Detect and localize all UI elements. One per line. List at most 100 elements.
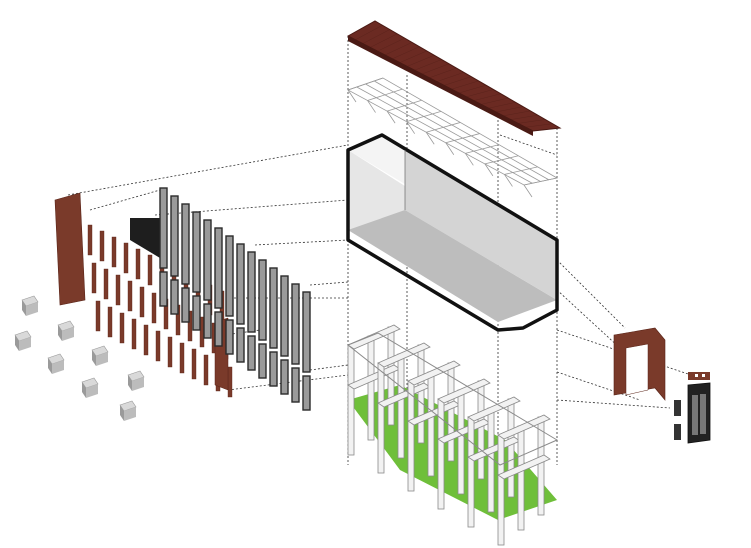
- column-2-0: [407, 380, 415, 492]
- block-side-5: [82, 382, 86, 398]
- frame-outline: [347, 332, 559, 466]
- column-0-0: [347, 344, 355, 456]
- roof-seam-4: [377, 37, 405, 52]
- roof-seam-0: [347, 20, 376, 37]
- roof-seam-2: [362, 29, 390, 44]
- block-front-6: [132, 377, 144, 391]
- screen-fin-1-3: [127, 280, 133, 312]
- glass-lower-0: [159, 271, 168, 307]
- glass-lower-5: [214, 311, 223, 347]
- roof-seam-20: [495, 106, 524, 113]
- glass-mullion-7: [236, 243, 245, 325]
- glass-lower-8: [247, 335, 256, 371]
- roof-trusses: [347, 77, 559, 198]
- block-side-6: [128, 375, 132, 391]
- door-leaf: [687, 382, 711, 444]
- roof-seam-11: [429, 67, 457, 78]
- glass-mullion-5: [214, 227, 223, 309]
- glass-lower-3: [192, 295, 201, 331]
- block-front-0: [26, 302, 38, 316]
- door-lintel: [688, 372, 710, 380]
- door-glass-a: [692, 395, 698, 435]
- screen-fin-0-3: [123, 242, 129, 274]
- column-1-0: [377, 362, 385, 474]
- screen-fin-2-2: [119, 312, 125, 344]
- screen-fin-2-9: [203, 354, 209, 386]
- portal-opening: [625, 343, 649, 396]
- screen-fin-1-4: [139, 286, 145, 318]
- block-side-0: [22, 300, 26, 316]
- truss-purlin-2: [365, 83, 541, 182]
- screen-fin-0-0: [87, 224, 93, 256]
- column-5-1: [517, 425, 525, 531]
- entry-doors: [674, 372, 711, 444]
- brick-portal: [613, 327, 666, 401]
- glass-mullion-0: [159, 187, 168, 269]
- roof-seam-18: [481, 97, 509, 105]
- glass-lower-13: [302, 375, 311, 411]
- roof-seam-5: [384, 42, 413, 56]
- column-3-1: [457, 389, 465, 495]
- roof-seam-15: [458, 85, 487, 94]
- roof-seam-13: [444, 76, 472, 86]
- block-front-2: [62, 327, 74, 341]
- glass-lower-2: [181, 287, 190, 323]
- screen-fin-2-8: [191, 348, 197, 380]
- glass-mullion-3: [192, 211, 201, 293]
- roof-eave: [348, 36, 533, 136]
- side-panel-b: [674, 424, 681, 440]
- screen-fin-1-1: [103, 268, 109, 300]
- block-side-1: [15, 335, 19, 351]
- truss-strut-8: [504, 174, 513, 187]
- truss-purlin-1: [356, 86, 533, 184]
- roof-seam-24: [525, 123, 553, 128]
- column-0-1: [367, 335, 375, 441]
- structural-frame: [347, 324, 559, 546]
- glass-mullion-2: [181, 203, 190, 285]
- guide-line-14: [556, 371, 641, 401]
- glass-lower-7: [236, 327, 245, 363]
- envelope-outline: [346, 133, 559, 332]
- screen-fin-1-8: [187, 310, 193, 342]
- beam-top-5: [497, 414, 551, 440]
- roof-seam-3: [370, 33, 398, 48]
- guide-line-16: [499, 134, 558, 156]
- screen-fin-2-3: [131, 318, 137, 350]
- truss-strut-2: [386, 110, 396, 124]
- screen-fin-2-0: [95, 300, 101, 332]
- glass-lower-10: [269, 351, 278, 387]
- envelope-volume: [346, 133, 559, 332]
- lintel-dot-a: [695, 374, 698, 377]
- truss-strut-4: [425, 132, 435, 145]
- screen-fin-1-2: [115, 274, 121, 306]
- block-front-7: [124, 407, 136, 421]
- beam-top-2: [407, 360, 461, 386]
- block-side-4: [92, 350, 96, 366]
- glass-lower-11: [280, 359, 289, 395]
- lintel-dot-b: [702, 374, 705, 377]
- roof-seam-16: [466, 89, 494, 97]
- column-3-0: [437, 398, 445, 510]
- roof-seam-21: [503, 110, 531, 116]
- glass-mullion-4: [203, 219, 212, 301]
- screen-end-panel: [54, 192, 86, 306]
- glass-facade: [130, 187, 311, 411]
- truss-strut-3: [406, 121, 415, 134]
- truss-strut-1: [367, 100, 376, 113]
- screen-fin-0-2: [111, 236, 117, 268]
- glass-mullion-8: [247, 251, 256, 333]
- block-side-2: [58, 325, 62, 341]
- truss-strut-5: [445, 142, 455, 155]
- beam-top-4: [467, 396, 521, 422]
- roof-seam-19: [488, 102, 516, 109]
- glass-mullion-10: [269, 267, 278, 349]
- truss-strut-6: [465, 153, 474, 166]
- block-side-3: [48, 358, 52, 374]
- screen-fin-2-4: [143, 324, 149, 356]
- block-side-7: [120, 405, 124, 421]
- column-5-0: [497, 434, 505, 546]
- glass-mullion-9: [258, 259, 267, 341]
- roof-seam-25: [532, 127, 561, 132]
